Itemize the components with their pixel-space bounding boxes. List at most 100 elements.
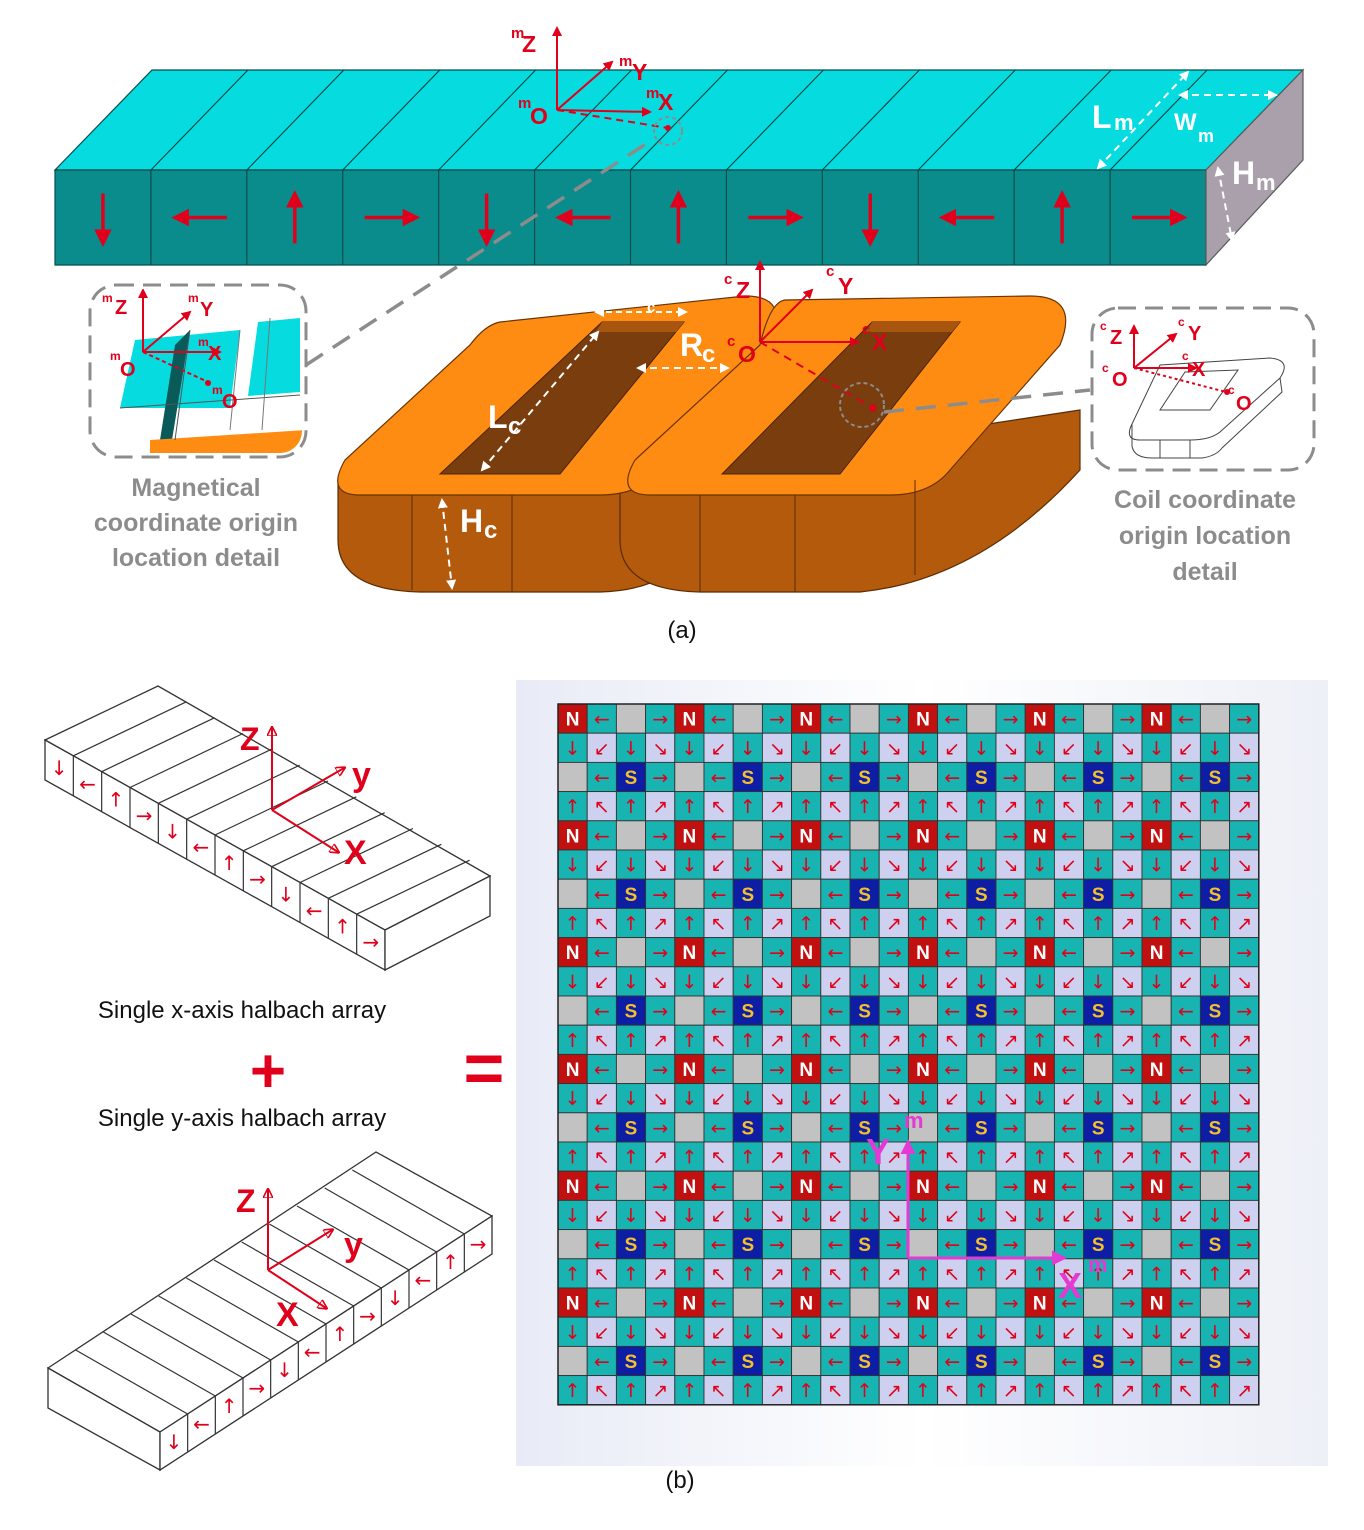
grid-cell <box>1170 1287 1201 1318</box>
grid-cell <box>1053 1141 1085 1172</box>
grid-cell <box>878 1170 909 1201</box>
dim-lm: L <box>1092 99 1112 135</box>
array-arrow: ↓ <box>164 819 181 843</box>
grid-cell <box>1083 907 1114 939</box>
grid-cell <box>1199 791 1231 822</box>
grid-cell <box>849 1375 880 1406</box>
grid-arrow: ← <box>1061 884 1077 906</box>
grid-cell <box>1083 791 1114 822</box>
grid-cell <box>1229 1112 1260 1143</box>
grid-cell <box>849 1170 880 1201</box>
grid-arrow: → <box>1119 1117 1135 1139</box>
grid-cell <box>732 1345 763 1377</box>
grid-cell <box>849 1053 880 1085</box>
array-arrow: → <box>359 1304 376 1328</box>
grid-cell <box>1053 937 1085 968</box>
grid-cell <box>937 907 968 939</box>
coil-x-pre: c <box>862 321 870 338</box>
grid-arrow: ← <box>594 767 610 789</box>
rd-x-pre: c <box>1182 349 1189 363</box>
grid-cell <box>849 1229 880 1260</box>
grid-cell <box>732 820 763 851</box>
grid-cell <box>1141 1345 1172 1377</box>
grid-cell <box>761 703 793 734</box>
grid-arrow: ↘ <box>1236 1088 1252 1110</box>
grid-cell <box>674 1112 705 1143</box>
grid-arrow: ← <box>827 825 843 847</box>
n-pole-label: N <box>916 826 930 847</box>
grid-arrow: → <box>1236 1117 1252 1139</box>
grid-cell <box>1112 1229 1143 1260</box>
grid-cell <box>645 966 676 997</box>
grid-cell <box>1229 1053 1260 1085</box>
grid-arrow: → <box>1236 884 1252 906</box>
n-pole-label: N <box>1150 1177 1164 1198</box>
grid-cell <box>1170 761 1201 793</box>
x-array-x-label: X <box>344 834 367 872</box>
grid-cell <box>907 937 939 968</box>
grid-arrow: ↓ <box>1090 1322 1106 1344</box>
grid-cell <box>849 1199 880 1231</box>
grid-cell <box>878 703 909 734</box>
grid-cell <box>1083 703 1114 734</box>
grid-cell <box>1112 937 1143 968</box>
array-top-divider <box>186 764 300 820</box>
grid-cell <box>937 1287 968 1318</box>
caption-b: (b) <box>665 1467 694 1494</box>
grid-arrow: ↘ <box>652 1322 668 1344</box>
grid-arrow: ↗ <box>652 1030 668 1052</box>
grid-arrow: ↑ <box>1032 1380 1048 1402</box>
grid-arrow: ← <box>827 1351 843 1373</box>
array-top-divider <box>186 1277 299 1343</box>
grid-arrow: ← <box>711 1351 727 1373</box>
grid-arrow: ↘ <box>1119 855 1135 877</box>
magnet-top-divider <box>1013 69 1112 171</box>
grid-arrow: ↗ <box>1119 796 1135 818</box>
grid-arrow: ↑ <box>740 1030 756 1052</box>
grid-arrow: ← <box>711 709 727 731</box>
grid-cell <box>907 1345 939 1377</box>
grid-cell <box>1141 761 1172 793</box>
grid-cell <box>1229 1345 1260 1377</box>
grid-cell <box>907 995 939 1026</box>
n-pole-label: N <box>683 710 697 731</box>
grid-arrow: ↖ <box>1178 1030 1194 1052</box>
grid-arrow: ← <box>594 1001 610 1023</box>
grid-arrow: ↙ <box>944 738 960 760</box>
grid-cell <box>1141 1112 1172 1143</box>
grid-arrow: ← <box>1061 1234 1077 1256</box>
grid-arrow: ↑ <box>623 1263 639 1285</box>
grid-arrow: ← <box>711 1293 727 1315</box>
y-array-y-label: y <box>344 1226 363 1264</box>
grid-cell <box>849 849 880 880</box>
grid-cell <box>703 849 734 880</box>
grid-cell <box>791 849 822 880</box>
n-pole-label: N <box>566 710 580 731</box>
grid-x-sup: m <box>1088 1252 1108 1277</box>
grid-cell <box>791 995 822 1026</box>
grid-arrow: ← <box>711 884 727 906</box>
grid-arrow: ← <box>711 767 727 789</box>
halbach-2d-grid: N←→N←→N←→N←→N←→N←→↓↙↓↘↓↙↓↘↓↙↓↘↓↙↓↘↓↙↓↘↓↙… <box>557 703 1260 1406</box>
grid-arrow: ↖ <box>1178 1147 1194 1169</box>
grid-arrow: ↖ <box>711 1380 727 1402</box>
n-pole-label: N <box>683 826 697 847</box>
grid-cell <box>995 1316 1026 1347</box>
grid-arrow: ↙ <box>1061 855 1077 877</box>
grid-cell <box>674 1199 705 1231</box>
grid-cell <box>703 761 734 793</box>
grid-cell <box>615 995 647 1026</box>
panel-a: m Z m Y m X m O L m W m H m <box>53 25 1316 644</box>
magnet-y-label: Y <box>632 59 647 85</box>
grid-cell <box>878 1375 909 1406</box>
s-pole-label: S <box>975 1352 988 1373</box>
s-pole-label: S <box>858 885 871 906</box>
grid-arrow: → <box>886 1351 902 1373</box>
grid-arrow: ← <box>594 1234 610 1256</box>
n-pole-label: N <box>566 1177 580 1198</box>
grid-cell <box>674 1316 705 1347</box>
grid-cell <box>1229 907 1260 939</box>
grid-cell <box>615 1287 647 1318</box>
grid-arrow: ↘ <box>886 1205 902 1227</box>
grid-arrow: ↖ <box>1061 1030 1077 1052</box>
